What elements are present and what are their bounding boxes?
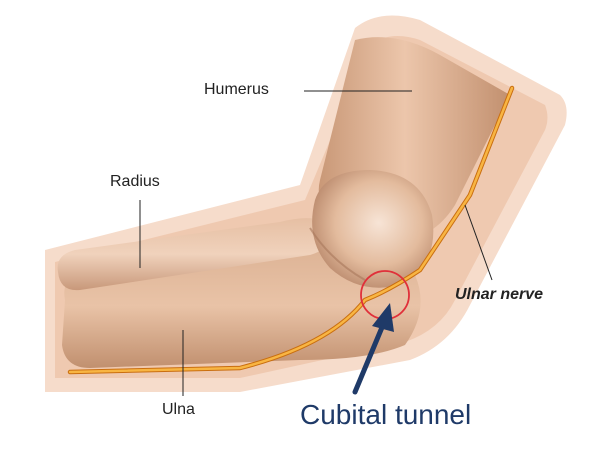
radius-label: Radius — [110, 173, 160, 190]
radius-bone — [57, 218, 331, 291]
cubital-tunnel-label: Cubital tunnel — [300, 399, 472, 430]
ulnar-nerve-label: Ulnar nerve — [455, 286, 544, 303]
humerus-label: Humerus — [204, 81, 269, 98]
cubital-tunnel-arrow-head — [372, 303, 394, 332]
cubital-tunnel-arrow-shaft — [352, 322, 386, 395]
ulnar-nerve-leader-line — [464, 204, 493, 281]
ulna-label: Ulna — [162, 401, 195, 418]
joint-crease — [309, 227, 366, 281]
humerus-condyle — [312, 170, 434, 288]
ulnar-nerve-highlight — [68, 86, 514, 374]
